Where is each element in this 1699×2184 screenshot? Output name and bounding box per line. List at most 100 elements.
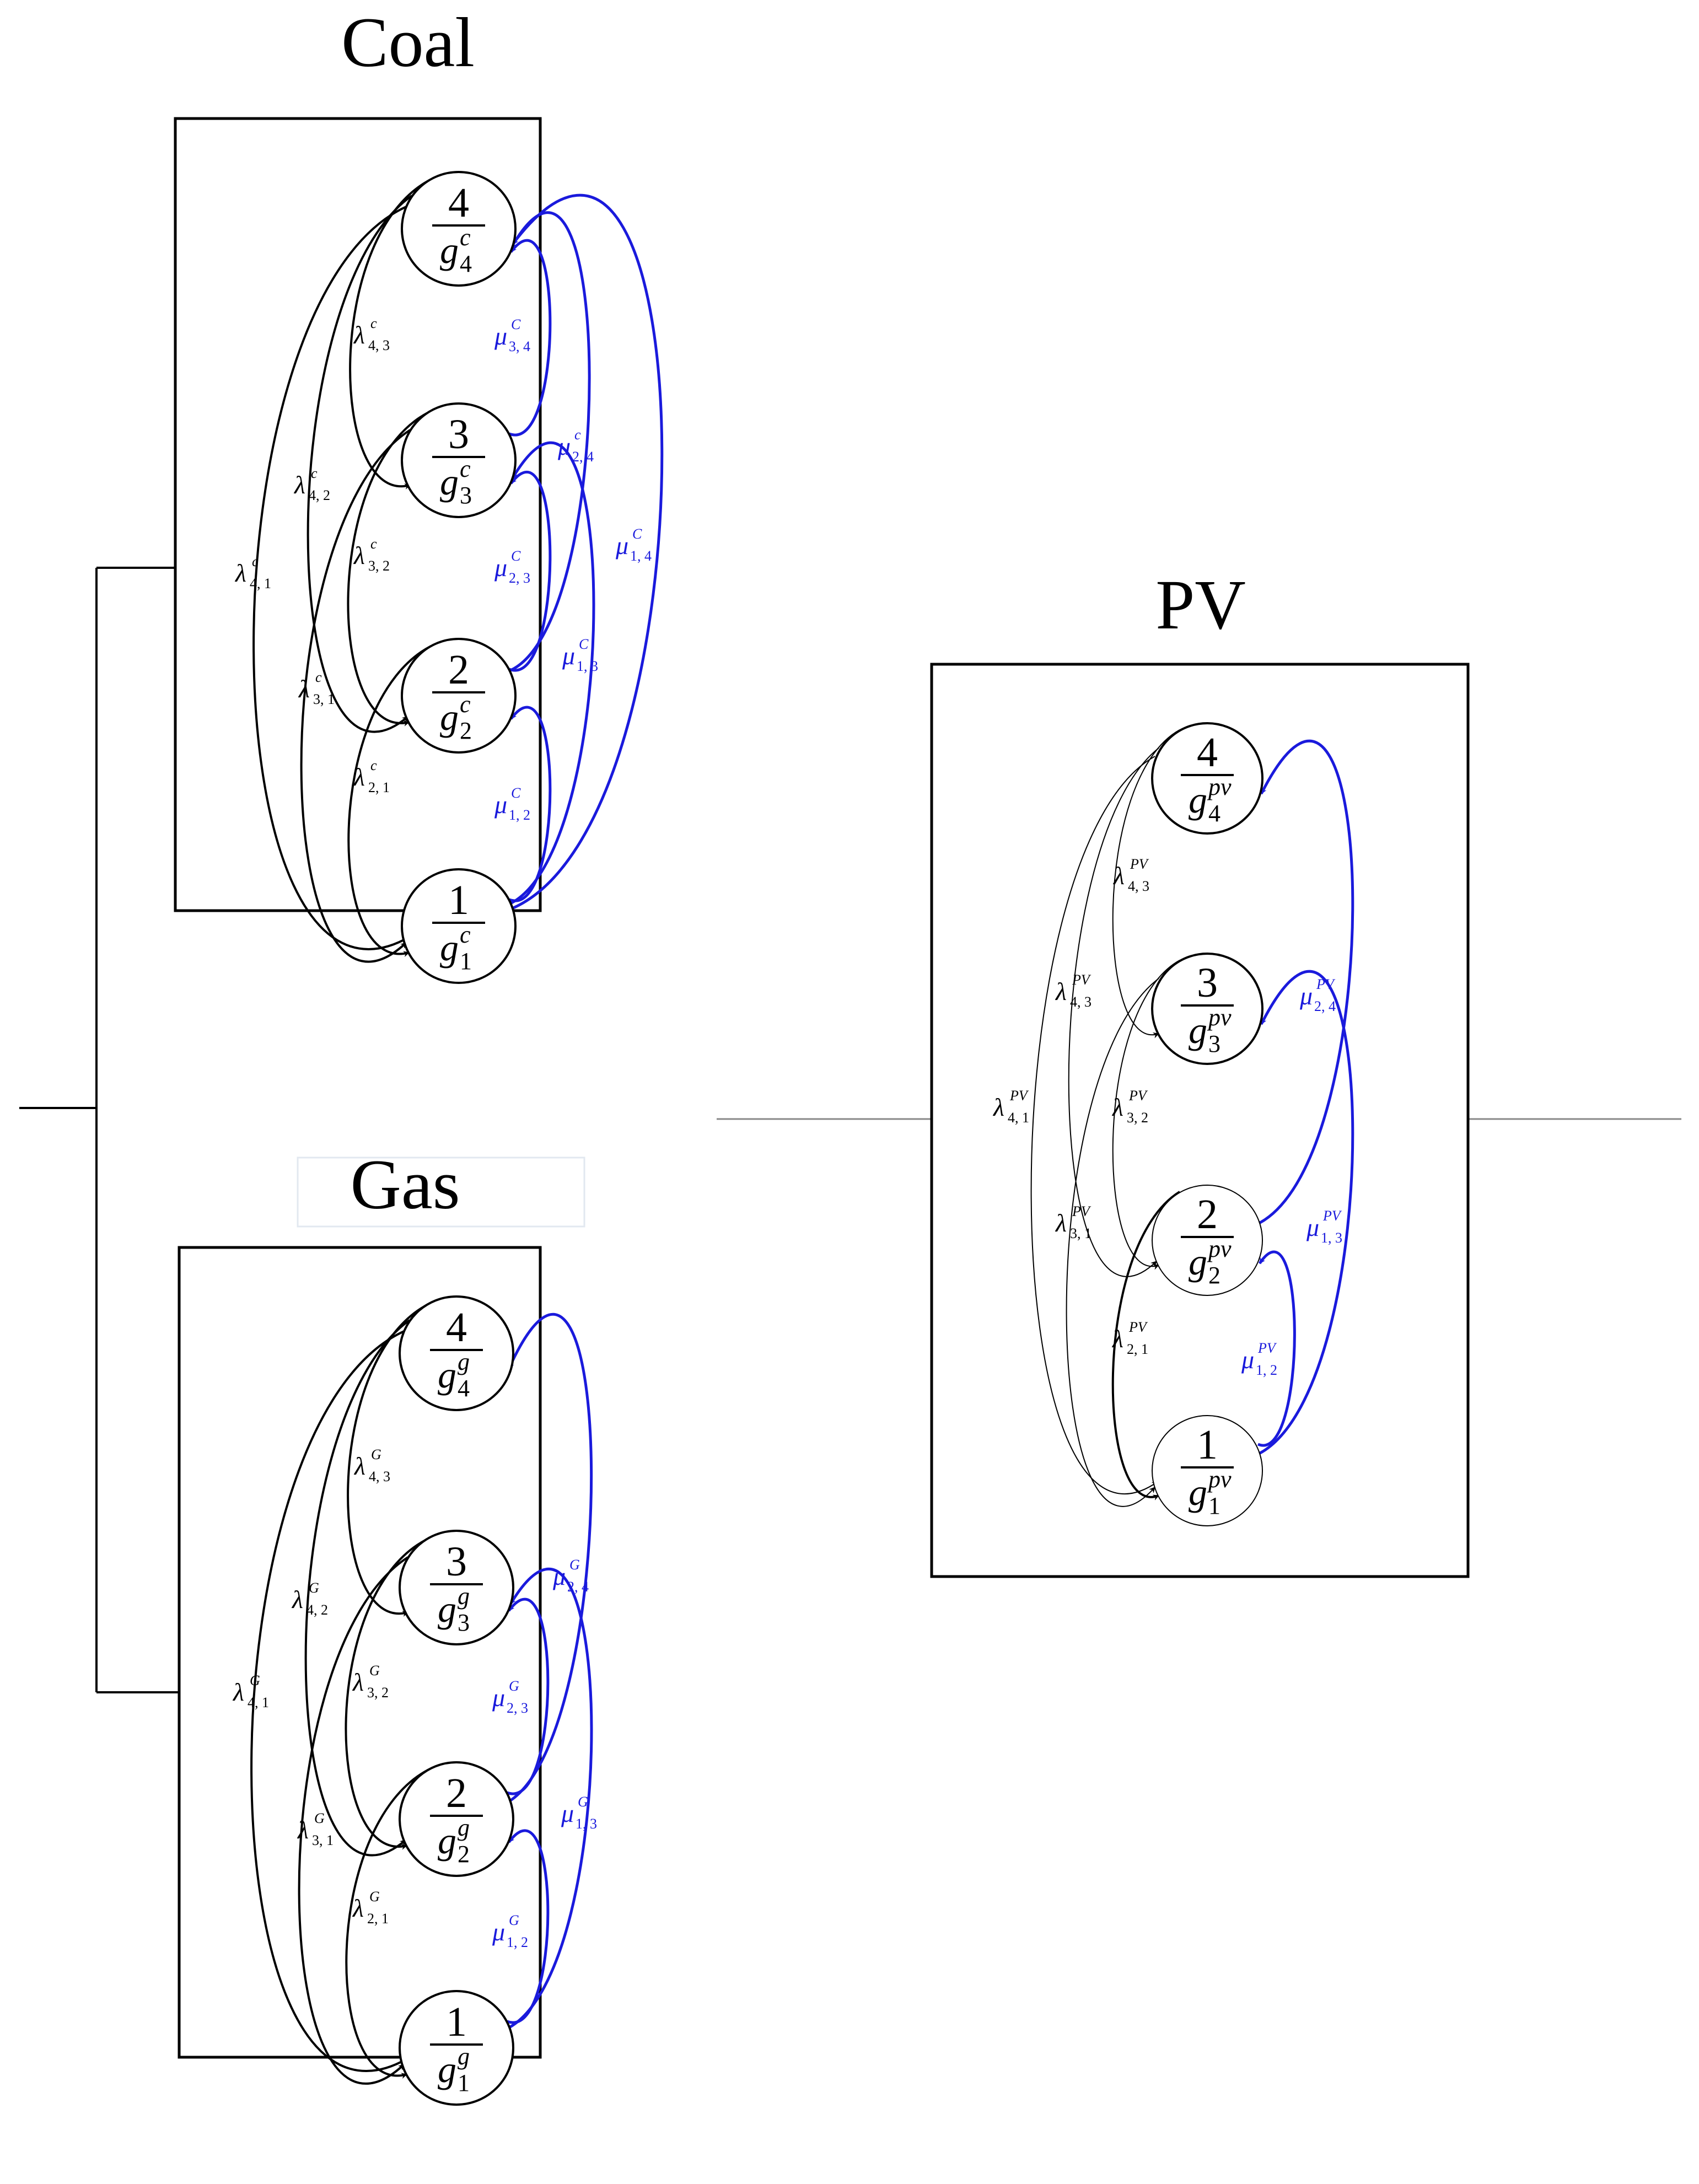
gas-repair-arc-1-2	[507, 1829, 550, 2024]
rate-subscript: 3, 2	[368, 558, 390, 574]
coal-state-subscript: 2	[460, 717, 472, 744]
coal-gas-connector	[19, 567, 179, 1693]
coal-state-number: 2	[448, 647, 469, 693]
coal-repair-arc-1-4	[509, 193, 664, 911]
coal-failure-arc-4-2	[307, 195, 413, 733]
coal-repair-arc-1-3	[508, 441, 595, 906]
rate-subscript: 4, 2	[309, 487, 330, 503]
rate-symbol: μ	[1299, 982, 1313, 1010]
pv-state-number: 1	[1197, 1422, 1218, 1468]
rate-symbol: μ	[494, 322, 507, 350]
coal-repair-arc-2-4	[509, 211, 591, 673]
rate-subscript: 3, 2	[1127, 1110, 1148, 1126]
rate-superscript: PV	[1257, 1340, 1277, 1356]
gas-state-symbol: g	[438, 1588, 456, 1630]
coal-state-circle	[401, 402, 517, 518]
rate-superscript: PV	[1072, 1203, 1092, 1219]
coal-state-circle	[401, 171, 517, 287]
rate-symbol: λ	[297, 1816, 309, 1844]
rate-superscript: G	[569, 1557, 580, 1573]
rate-superscript: G	[509, 1912, 519, 1928]
rate-superscript: C	[632, 526, 642, 542]
gas-state-superscript: g	[458, 1583, 470, 1610]
pv-state-circle	[1152, 1415, 1263, 1526]
coal-state-superscript: c	[460, 455, 471, 482]
pv-state-subscript: 3	[1208, 1030, 1221, 1057]
rate-subscript: 4, 1	[250, 575, 271, 591]
coal-repair-arc-2-3	[509, 470, 552, 672]
rate-superscript: G	[371, 1446, 381, 1462]
pv-state-circle	[1152, 1185, 1263, 1296]
rate-symbol: λ	[291, 1585, 303, 1613]
pv-state-superscript: pv	[1207, 1466, 1232, 1493]
rate-subscript: 4, 2	[307, 1602, 328, 1618]
rate-symbol: λ	[353, 763, 365, 791]
gas-state-symbol: g	[438, 1354, 456, 1396]
pv-failure-arc-3-1	[1066, 978, 1159, 1507]
gas-state-symbol: g	[438, 2048, 456, 2090]
gas-state-number: 2	[446, 1770, 467, 1816]
rate-superscript: G	[314, 1810, 325, 1826]
rate-symbol: μ	[494, 790, 507, 819]
gas-state-superscript: g	[458, 1814, 470, 1841]
coal-state-subscript: 1	[460, 948, 472, 975]
rate-subscript: 3, 4	[509, 338, 530, 354]
rate-symbol: λ	[293, 471, 305, 499]
rate-symbol: λ	[353, 541, 365, 569]
rate-subscript: 4, 1	[248, 1695, 269, 1710]
rate-superscript: PV	[1128, 1319, 1148, 1335]
rate-superscript: C	[511, 316, 521, 332]
rate-symbol: μ	[562, 642, 575, 670]
coal-state-subscript: 3	[460, 482, 472, 509]
rate-subscript: 1, 2	[1256, 1362, 1277, 1378]
rate-symbol: λ	[1055, 977, 1067, 1005]
rate-superscript: PV	[1128, 1088, 1148, 1104]
rate-subscript: 4, 3	[1070, 994, 1092, 1010]
rate-superscript: G	[309, 1580, 319, 1596]
gas-repair-arc-1-3	[506, 1568, 593, 2030]
coal-state-superscript: c	[460, 224, 471, 251]
rate-subscript: 2, 3	[509, 570, 530, 586]
pv-state-symbol: g	[1189, 1241, 1207, 1283]
coal-failure-arc-2-1	[347, 645, 432, 957]
rate-symbol: μ	[492, 1918, 505, 1946]
rate-symbol: μ	[492, 1683, 505, 1712]
rate-superscript: PV	[1322, 1208, 1342, 1224]
rate-subscript: 2, 1	[367, 1911, 389, 1927]
coal-state-circle	[401, 638, 517, 754]
rate-symbol: λ	[298, 675, 310, 703]
rate-superscript: c	[574, 427, 581, 443]
pv-state-number: 3	[1197, 960, 1218, 1006]
coal-state-subscript: 4	[460, 250, 472, 277]
gas-failure-arc-2-1	[345, 1768, 429, 2079]
rate-superscript: G	[509, 1678, 519, 1694]
rate-superscript: c	[315, 669, 322, 685]
rate-superscript: PV	[1072, 972, 1092, 988]
rate-superscript: c	[252, 553, 259, 569]
pv-failure-arc-4-3	[1112, 729, 1180, 1039]
gas-state-symbol: g	[438, 1820, 456, 1862]
pv-state-subscript: 1	[1208, 1492, 1221, 1519]
